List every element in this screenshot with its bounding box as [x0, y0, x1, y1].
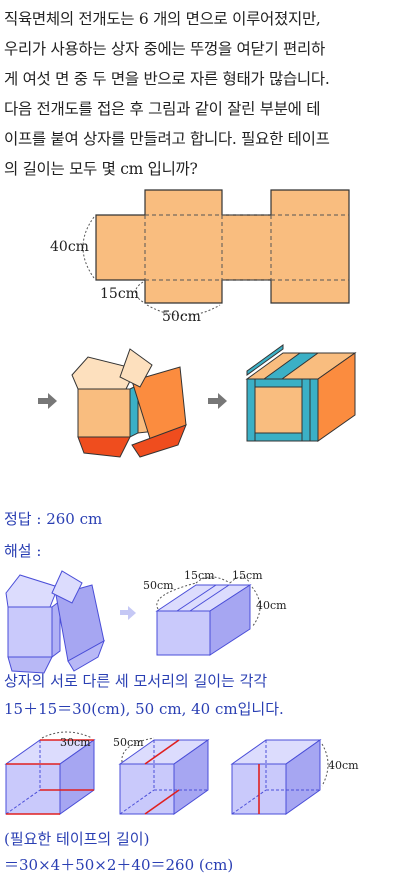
problem-line-4: 다음 전개도를 접은 후 그림과 같이 잘린 부분에 테: [4, 100, 321, 118]
bottom-label-second: 50cm: [113, 736, 144, 749]
box-label-a: 50cm: [143, 579, 174, 592]
formula-line-2: ＝30×4＋50×2＋40＝260 (cm): [4, 856, 234, 874]
formula-line-1: (필요한 테이프의 길이): [4, 830, 150, 848]
box-label-b: 15cm: [184, 569, 215, 582]
open-blue-box: [5, 570, 105, 674]
box-label-c: 15cm: [232, 569, 263, 582]
answer-block: 정답 : 260 cm 해설 :: [4, 506, 102, 564]
problem-line-1: 직육면체의 전개도는 6 개의 면으로 이루어졌지만,: [4, 10, 321, 28]
arrow-right-icon: [38, 393, 57, 409]
answer-line: 정답 : 260 cm: [4, 510, 103, 528]
tape-box-1: [4, 739, 96, 815]
folding-illustration: [38, 344, 357, 458]
width-brace: [146, 304, 221, 316]
arrow-right-icon: [208, 393, 227, 409]
net-fold-lines: [144, 214, 349, 281]
box-net-diagram: 40cm 15cm 50cm: [50, 189, 350, 325]
height-brace: [82, 216, 95, 279]
problem-line-6: 의 길이는 모두 몇 cm 입니까?: [4, 160, 198, 178]
net-width-label: 50cm: [162, 309, 201, 325]
blue-box-illustration: 50cm 15cm 15cm 40cm: [5, 569, 287, 674]
explanation-line-1: 상자의 서로 다른 세 모서리의 길이는 각각: [4, 672, 268, 690]
bottom-label-third: 40cm: [328, 759, 359, 772]
box-label-d: 40cm: [256, 599, 287, 612]
problem-text: 직육면체의 전개도는 6 개의 면으로 이루어졌지만, 우리가 사용하는 상자 …: [4, 4, 396, 184]
problem-line-3: 게 여섯 면 중 두 면을 반으로 자른 형태가 많습니다.: [4, 70, 330, 88]
closed-blue-box: [155, 584, 252, 656]
taped-box: [245, 344, 357, 442]
problem-line-2: 우리가 사용하는 상자 중에는 뚜껑을 여닫기 편리하: [4, 40, 325, 58]
problem-line-5: 이프를 붙여 상자를 만들려고 합니다. 필요한 테이프: [4, 130, 330, 148]
explanation-label: 해설 :: [4, 542, 42, 560]
open-box: [71, 348, 187, 458]
tape-box-3: [230, 739, 322, 815]
formula-block: (필요한 테이프의 길이) ＝30×4＋50×2＋40＝260 (cm): [4, 826, 233, 878]
net-depth-label: 15cm: [100, 286, 139, 302]
depth-brace: [135, 281, 144, 303]
arrow-right-icon: [120, 606, 136, 620]
explanation-line-2: 15＋15＝30(cm), 50 cm, 40 cm입니다.: [4, 700, 284, 718]
net-height-label: 40cm: [50, 239, 89, 255]
tape-box-2: [118, 739, 210, 815]
tape-edges-illustration: 30cm 50cm 40cm: [4, 731, 359, 815]
bottom-label-first: 30cm: [60, 736, 91, 749]
